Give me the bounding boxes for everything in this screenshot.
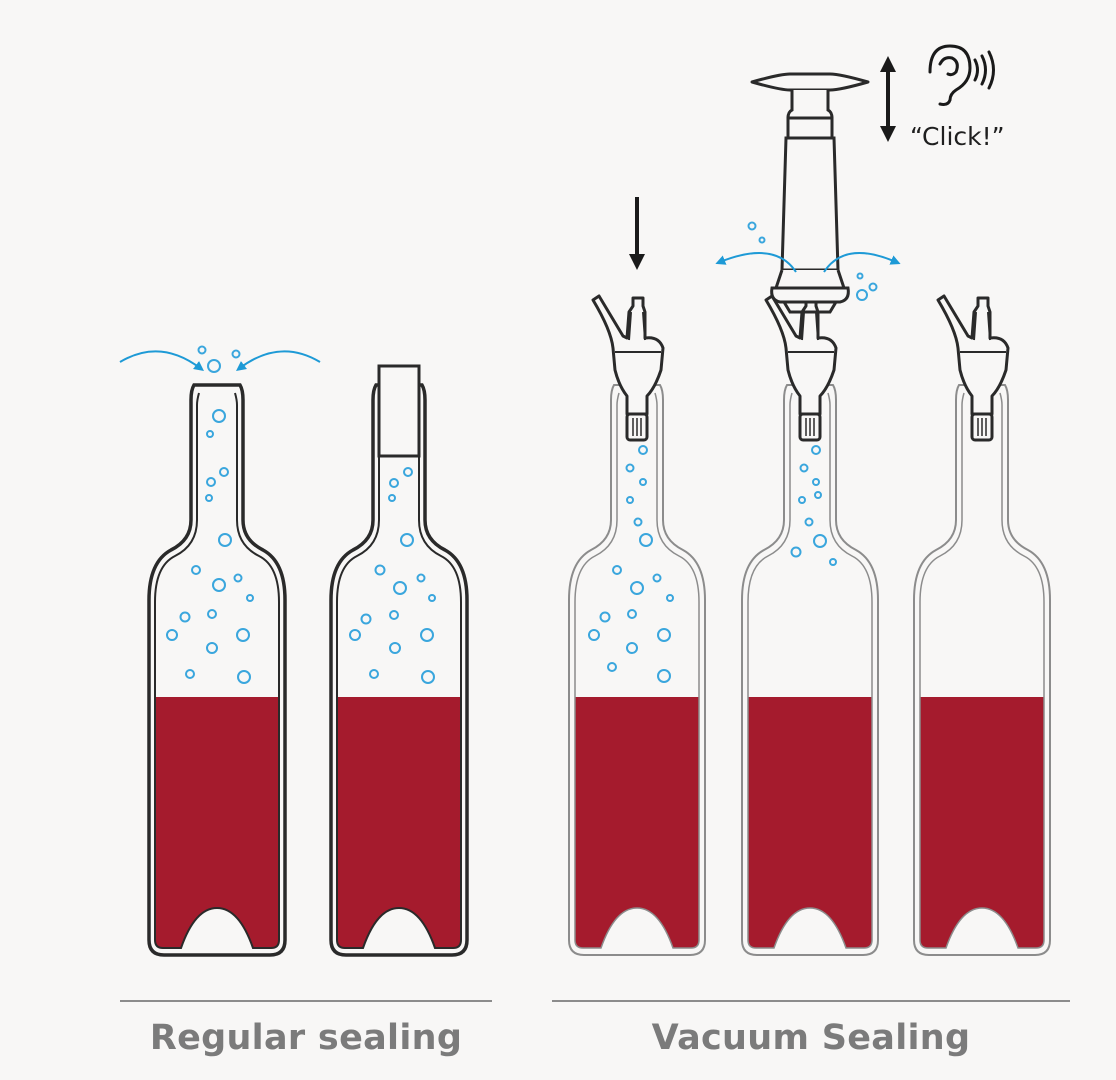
vacuum-pump xyxy=(750,72,870,314)
bottle-outline-inner xyxy=(336,392,462,949)
bottle-vacuum-pumping xyxy=(741,72,879,956)
vacuum-divider xyxy=(552,1000,1070,1002)
bottle-outline-outer xyxy=(741,384,879,956)
wine-fill xyxy=(575,697,699,948)
air-flow-arrows xyxy=(715,252,901,273)
air-flow-arrows xyxy=(119,350,321,371)
vacuum-stopper xyxy=(936,294,1010,442)
wine-fill xyxy=(155,697,279,948)
wine-fill xyxy=(337,697,461,948)
bubbles xyxy=(166,345,254,684)
bottle-vacuum-stopper-inserted xyxy=(568,294,706,956)
cork xyxy=(377,364,421,458)
regular-divider xyxy=(120,1000,492,1002)
bottle-outline-inner xyxy=(919,392,1045,949)
bottle-outline-outer xyxy=(913,384,1051,956)
bubbles xyxy=(588,445,674,683)
ear-sound-icon xyxy=(928,44,995,106)
wine-fill xyxy=(748,697,872,948)
click-sound-label: “Click!” xyxy=(910,122,1005,151)
bottle-regular-corked xyxy=(329,364,469,957)
bottle-outline-inner xyxy=(154,392,280,949)
vacuum-stopper xyxy=(764,294,838,442)
bottle-outline-inner xyxy=(747,392,873,949)
caption-vacuum-sealing: Vacuum Sealing xyxy=(651,1018,971,1058)
pump-handle xyxy=(750,72,870,92)
bottle-outline-outer xyxy=(568,384,706,956)
bubbles xyxy=(747,221,878,566)
caption-regular-sealing: Regular sealing xyxy=(149,1018,463,1058)
bottle-outline-inner xyxy=(574,392,700,949)
bottle-vacuum-sealed xyxy=(913,294,1051,956)
wine-fill xyxy=(920,697,1044,948)
bottle-outline-outer xyxy=(329,383,469,957)
bottle-outline-outer xyxy=(147,383,287,957)
bubbles xyxy=(349,467,436,684)
pump-body xyxy=(780,136,840,272)
vacuum-stopper xyxy=(591,294,665,442)
bottle-regular-open xyxy=(147,383,287,957)
